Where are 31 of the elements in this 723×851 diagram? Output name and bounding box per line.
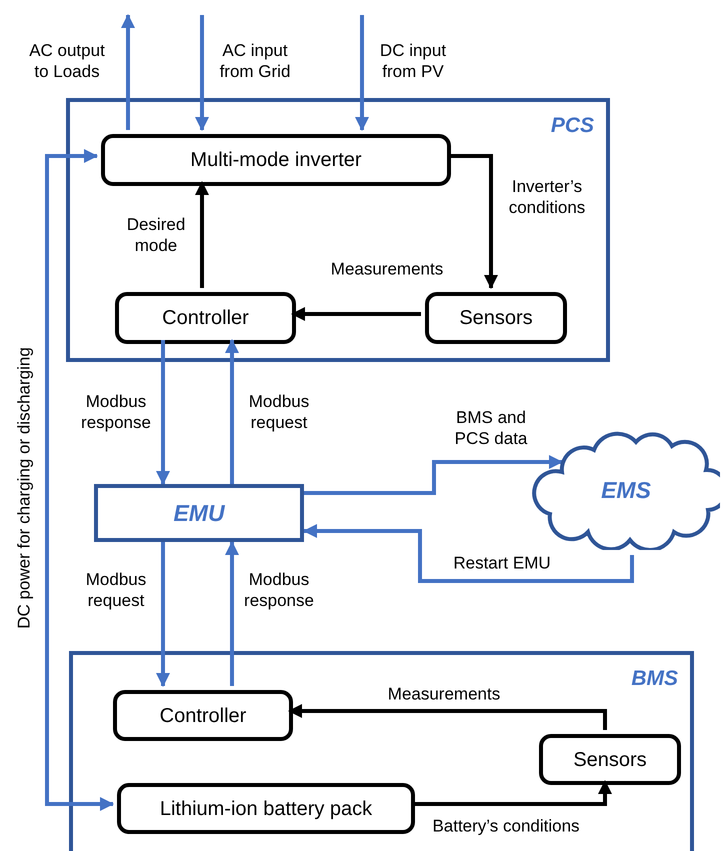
unit-label: EMU xyxy=(173,498,225,528)
arrow xyxy=(156,340,170,485)
arrow xyxy=(355,15,369,131)
arrow xyxy=(121,14,135,130)
arrow xyxy=(291,307,421,321)
arrow xyxy=(225,339,239,484)
arrow xyxy=(195,15,209,131)
box-label: Multi-mode inverter xyxy=(190,148,362,173)
box-label: Controller xyxy=(160,704,246,728)
process-box xyxy=(101,134,451,186)
arrow xyxy=(195,181,209,288)
process-box xyxy=(539,734,681,785)
arrow xyxy=(304,455,563,495)
arrow xyxy=(225,541,239,686)
arrow xyxy=(45,149,114,811)
process-box xyxy=(117,783,415,834)
system-frame xyxy=(66,98,610,362)
box-label: Lithium-ion battery pack xyxy=(160,796,372,822)
arrow xyxy=(288,704,607,730)
cloud-label: EMS xyxy=(601,476,651,505)
box-label: Sensors xyxy=(459,306,533,331)
frame-title: PCS xyxy=(550,113,594,139)
process-box xyxy=(425,292,567,344)
arrow xyxy=(156,542,170,687)
box-label: Controller xyxy=(162,306,249,331)
frame-title: BMS xyxy=(631,666,678,692)
process-box xyxy=(115,292,296,344)
arrow xyxy=(303,524,634,583)
box-label: Sensors xyxy=(573,748,647,772)
unit-box xyxy=(94,484,304,542)
process-box xyxy=(113,690,293,741)
